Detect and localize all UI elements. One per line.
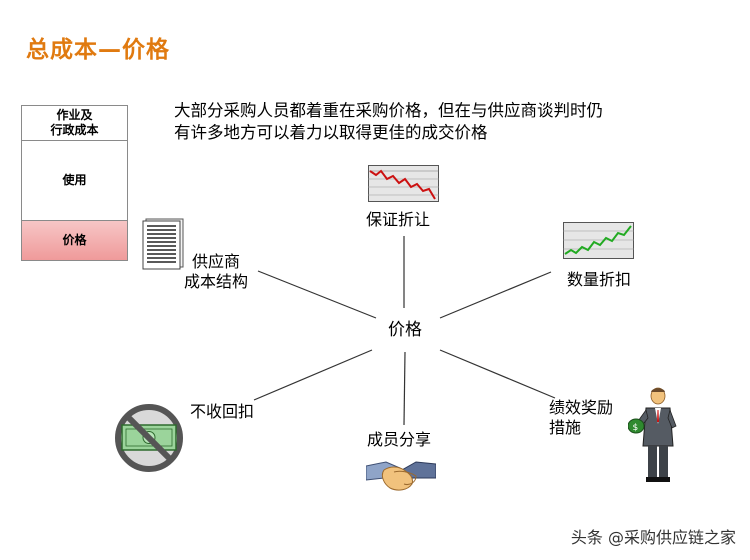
node-label-volume-discount: 数量折扣 xyxy=(567,270,632,289)
stack-segment-operations: 作业及 行政成本 xyxy=(22,106,127,141)
center-label-price: 价格 xyxy=(388,320,422,340)
total-cost-stack: 作业及 行政成本 使用 价格 xyxy=(21,105,128,261)
line-to-no-rebate xyxy=(253,349,373,401)
watermark: 头条 @采购供应链之家 xyxy=(570,528,736,547)
stack-segment-price: 价格 xyxy=(22,221,127,260)
node-label-guarantee-discount: 保证折让 xyxy=(366,210,431,229)
node-label-member-share: 成员分享 xyxy=(367,430,432,449)
intro-line-2: 有许多地方可以着力以取得更佳的成交价格 xyxy=(174,123,488,142)
handshake-icon xyxy=(366,461,436,491)
up-trend-chart-icon xyxy=(563,222,634,259)
intro-text: 大部分采购人员都着重在采购价格，但在与供应商谈判时仍 有许多地方可以着力以取得更… xyxy=(174,100,603,144)
stack-label-price: 价格 xyxy=(62,233,87,247)
line-to-performance xyxy=(439,349,556,399)
page-title: 总成本—价格 xyxy=(26,37,170,63)
no-money-icon xyxy=(115,404,183,472)
businessman-money-icon: $ xyxy=(628,387,677,482)
stack-label-operations: 作业及 行政成本 xyxy=(50,108,99,137)
node-label-performance-reward: 绩效奖励 措施 xyxy=(549,398,614,437)
line-to-member-share xyxy=(403,351,406,426)
down-trend-chart-icon xyxy=(368,165,439,202)
svg-text:$: $ xyxy=(633,423,639,433)
intro-line-1: 大部分采购人员都着重在采购价格，但在与供应商谈判时仍 xyxy=(174,101,603,120)
line-to-supplier xyxy=(257,270,377,319)
document-stack-icon xyxy=(142,218,184,270)
node-label-no-rebate: 不收回扣 xyxy=(190,402,255,421)
line-to-volume xyxy=(439,271,552,319)
stack-label-usage: 使用 xyxy=(62,173,87,187)
node-label-supplier-cost: 供应商 成本结构 xyxy=(184,252,249,291)
stack-segment-usage: 使用 xyxy=(22,141,127,221)
